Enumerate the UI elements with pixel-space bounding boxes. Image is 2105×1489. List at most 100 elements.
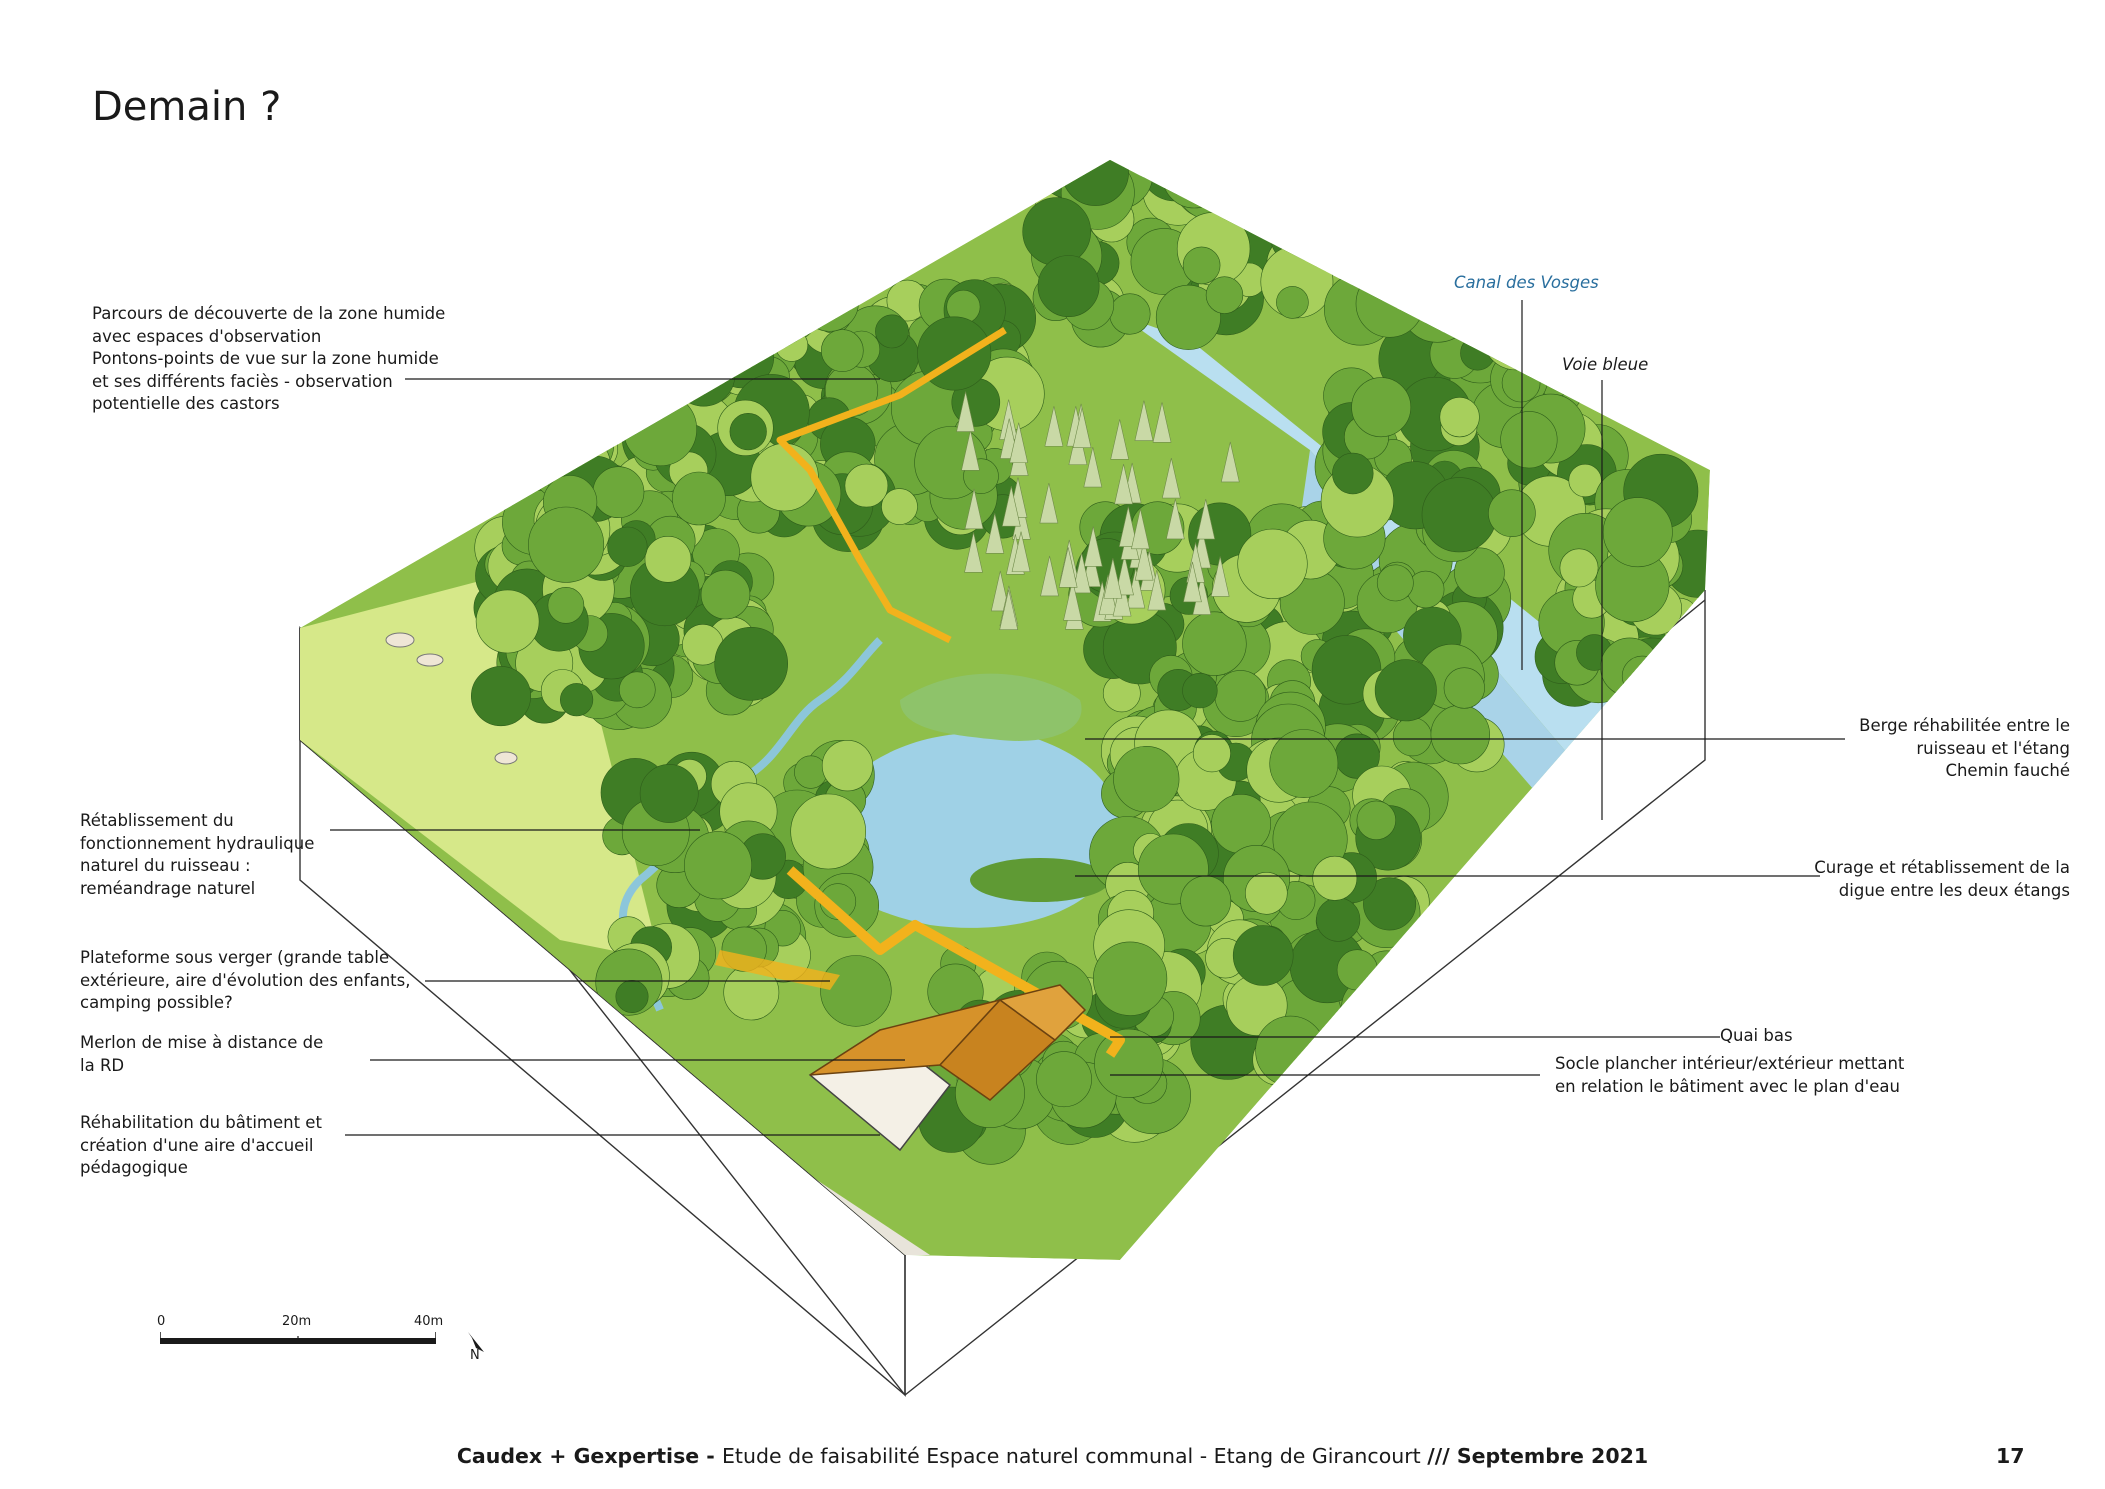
tree-crown bbox=[1621, 655, 1663, 697]
tree-crown bbox=[644, 535, 692, 583]
tree-crown bbox=[785, 281, 830, 326]
tree-crown bbox=[1374, 659, 1437, 722]
tree-crown bbox=[1568, 463, 1602, 498]
conifer bbox=[1114, 463, 1133, 505]
conifer bbox=[1183, 561, 1202, 603]
tree-crown bbox=[1351, 377, 1412, 438]
discovery-boardwalk bbox=[776, 327, 1007, 644]
tree-crown bbox=[639, 764, 699, 823]
conifer bbox=[1009, 422, 1029, 463]
conifer bbox=[1165, 498, 1185, 540]
conifer bbox=[1001, 486, 1021, 527]
tree-crown bbox=[1022, 197, 1091, 266]
annotation-canal: Canal des Vosges bbox=[1454, 273, 1599, 292]
conifer bbox=[1044, 406, 1064, 447]
tree-crown bbox=[1211, 794, 1272, 854]
tree-crown bbox=[1501, 363, 1541, 403]
tree-crown bbox=[1255, 170, 1319, 235]
tree-crown bbox=[592, 466, 645, 519]
tree-crown bbox=[1406, 570, 1445, 609]
tree-crown bbox=[672, 471, 726, 526]
tree-crown bbox=[618, 671, 656, 709]
tree-crown bbox=[1454, 547, 1505, 599]
tree-crown bbox=[1312, 855, 1358, 901]
tree-crown bbox=[1037, 255, 1100, 318]
footer-study: Etude de faisabilité Espace naturel comm… bbox=[721, 1444, 1428, 1468]
tree-crown bbox=[1263, 160, 1321, 199]
tree-crown bbox=[714, 626, 789, 701]
conifer bbox=[990, 570, 1010, 612]
tree-crown bbox=[475, 589, 540, 654]
tree-crown bbox=[1336, 1002, 1374, 1040]
annotation-curage: Curage et rétablissement de la digue ent… bbox=[1814, 858, 2070, 900]
tree-crown bbox=[1263, 160, 1318, 187]
tree-crown bbox=[1316, 897, 1361, 942]
tree-crown bbox=[1278, 211, 1313, 245]
tree-crown bbox=[1180, 875, 1232, 927]
tree-crown bbox=[1460, 335, 1496, 371]
tree-crown bbox=[1150, 160, 1191, 162]
north-arrow-icon bbox=[468, 1332, 484, 1352]
annotation-plateforme: Plateforme sous verger (grande table ext… bbox=[80, 948, 411, 1012]
tree-crown bbox=[1251, 160, 1289, 184]
conifer bbox=[961, 430, 980, 471]
conifer bbox=[1072, 552, 1091, 594]
conifer bbox=[1040, 555, 1059, 597]
conifer bbox=[1152, 402, 1172, 443]
tree-crown bbox=[1602, 497, 1673, 568]
tree-crown bbox=[623, 392, 697, 467]
annotation-retablissement: Rétablissement du fonctionnement hydraul… bbox=[80, 811, 315, 898]
scale-bar bbox=[160, 1332, 436, 1344]
tree-crown bbox=[1182, 611, 1247, 676]
conifer bbox=[964, 532, 983, 573]
tree-crown bbox=[1199, 160, 1266, 194]
conifer bbox=[1118, 506, 1138, 547]
tree-crown bbox=[1376, 564, 1414, 602]
tree-crown bbox=[1336, 949, 1378, 991]
tree-crown bbox=[800, 273, 859, 332]
conifer bbox=[1083, 447, 1103, 488]
annotation-voie: Voie bleue bbox=[1562, 355, 1649, 374]
conifer bbox=[1134, 540, 1154, 581]
conifer bbox=[956, 391, 975, 432]
annotation-socle: Socle plancher intérieur/extérieur metta… bbox=[1555, 1054, 1905, 1096]
conifer bbox=[1210, 556, 1230, 597]
annotation-rehab: Réhabilitation du bâtiment et création d… bbox=[80, 1113, 322, 1177]
animal bbox=[494, 751, 518, 765]
tree-crown bbox=[1205, 276, 1244, 314]
tree-crown bbox=[683, 831, 752, 900]
tree-crown bbox=[615, 979, 649, 1013]
tree-crown bbox=[820, 955, 892, 1027]
conifer bbox=[1115, 554, 1134, 596]
tree-crown bbox=[794, 755, 828, 789]
tree-crown bbox=[1204, 160, 1269, 205]
tree-crown bbox=[1439, 397, 1480, 438]
tree-crown bbox=[1036, 1051, 1092, 1108]
tree-crown bbox=[1500, 411, 1558, 469]
tree-crown bbox=[729, 413, 767, 451]
conifer bbox=[1063, 580, 1082, 621]
animal bbox=[385, 632, 415, 648]
tree-crown bbox=[539, 405, 592, 457]
footer: Caudex + Gexpertise - Etude de faisabili… bbox=[0, 1444, 2105, 1468]
tree-crown bbox=[536, 390, 608, 462]
page-number: 17 bbox=[1996, 1444, 2025, 1468]
scale-tick-0: 0 bbox=[157, 1314, 166, 1329]
tree-crown bbox=[1488, 489, 1536, 538]
conifer bbox=[1110, 419, 1130, 460]
annotation-merlon: Merlon de mise à distance de la RD bbox=[80, 1033, 324, 1075]
conifer bbox=[1134, 400, 1154, 441]
north-label: N bbox=[470, 1348, 480, 1363]
tree-crown bbox=[1523, 346, 1557, 381]
tree-crown bbox=[1456, 294, 1495, 334]
tree-crown bbox=[844, 463, 889, 508]
tree-crown bbox=[1189, 160, 1244, 168]
conifer bbox=[1161, 458, 1181, 499]
tree-crown bbox=[1443, 667, 1485, 709]
tree-crown bbox=[1094, 1028, 1164, 1098]
tree-crown bbox=[607, 526, 648, 567]
conifer bbox=[1058, 547, 1078, 588]
tree-crown bbox=[820, 329, 864, 372]
tree-crown bbox=[1215, 160, 1282, 177]
